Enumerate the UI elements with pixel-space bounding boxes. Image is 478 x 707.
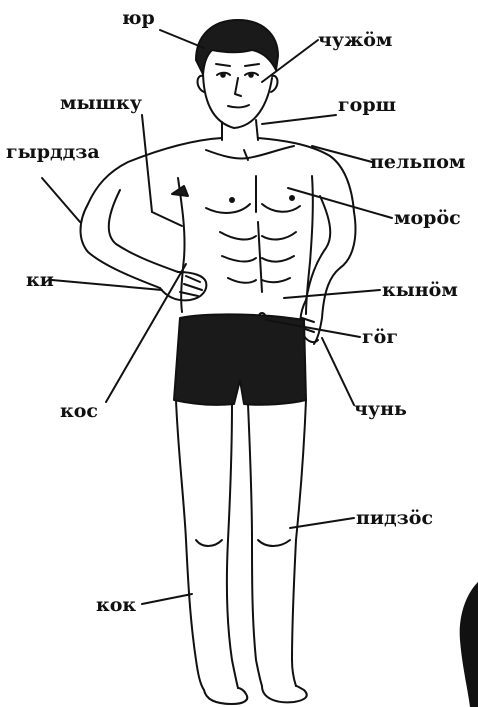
- right-eyebrow: [245, 64, 259, 66]
- label-gorsh: горш: [338, 94, 396, 116]
- left-shoulder: [88, 138, 222, 204]
- abs-lines: [220, 222, 296, 292]
- nose: [235, 78, 241, 96]
- leader-kynom: [284, 290, 380, 298]
- left-knee: [196, 540, 222, 546]
- leader-myshku: [142, 115, 152, 212]
- armpit: [172, 186, 188, 196]
- label-myshku: мышку: [60, 92, 142, 114]
- left-leg-outer: [176, 400, 204, 690]
- leader-myshku-2: [152, 212, 182, 226]
- label-pidzos: пидзӧс: [356, 507, 433, 529]
- corner-object: [460, 582, 478, 707]
- leader-moros: [288, 188, 392, 218]
- right-knee: [258, 540, 290, 546]
- label-kynom: кынӧм: [382, 279, 458, 301]
- right-shoulder: [258, 138, 354, 212]
- trunks: [174, 314, 306, 404]
- left-arm-inner: [109, 190, 178, 272]
- leader-yur: [160, 30, 204, 48]
- right-pupil: [249, 73, 253, 77]
- label-kos: кос: [60, 400, 98, 422]
- right-nipple: [290, 196, 294, 200]
- leader-gyrddza: [42, 178, 80, 222]
- label-moros: морӧс: [394, 207, 461, 229]
- labels: юр чужӧм мышку горш гырддза пельпом морӧ…: [6, 7, 465, 616]
- left-nipple: [230, 198, 234, 202]
- label-gyrddza: гырддза: [6, 141, 100, 163]
- leader-pidzos: [290, 518, 354, 528]
- leader-chun: [322, 338, 354, 405]
- left-leg-inner: [227, 404, 238, 688]
- left-eyebrow: [216, 64, 230, 66]
- leader-pelpom: [312, 146, 372, 162]
- label-chuzhom: чужӧм: [318, 29, 392, 51]
- right-leg-outer: [292, 400, 306, 686]
- torso-right-side: [306, 176, 313, 314]
- right-arm-outer: [314, 212, 355, 344]
- right-arm-inner: [306, 196, 330, 300]
- leader-kok: [142, 594, 192, 604]
- chest-right: [262, 204, 300, 212]
- label-gog: гӧг: [362, 326, 398, 348]
- mouth: [228, 105, 249, 107]
- label-kok: кок: [96, 594, 136, 616]
- neck-right: [256, 120, 258, 140]
- label-chun: чунь: [354, 398, 407, 420]
- chest-left: [206, 204, 250, 213]
- left-foot: [204, 688, 247, 704]
- left-pupil: [221, 73, 225, 77]
- label-ki: ки: [26, 269, 54, 291]
- collarbones: [206, 146, 294, 159]
- hair: [196, 20, 278, 74]
- right-leg-inner: [248, 404, 262, 686]
- label-pelpom: пельпом: [370, 151, 465, 173]
- leader-gorsh: [262, 115, 336, 124]
- left-fingers: [180, 276, 202, 296]
- right-foot: [262, 686, 307, 702]
- label-yur: юр: [122, 7, 155, 29]
- leader-kos: [106, 264, 186, 402]
